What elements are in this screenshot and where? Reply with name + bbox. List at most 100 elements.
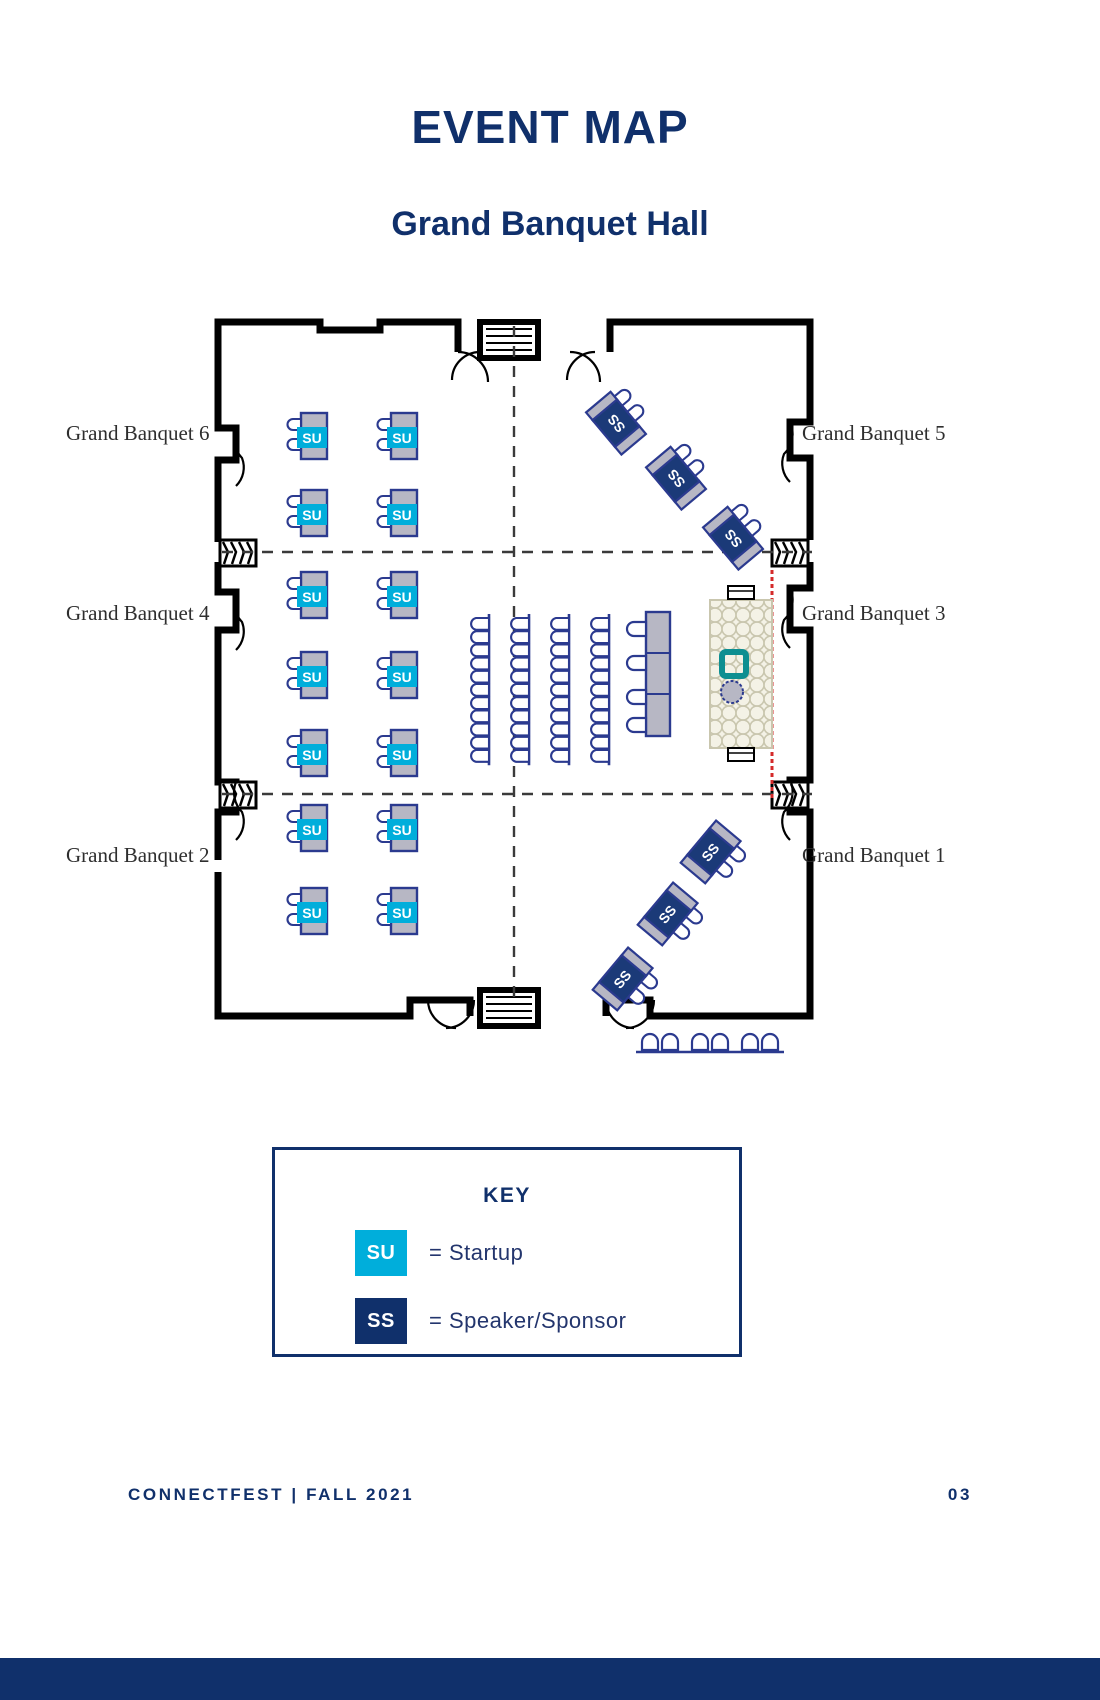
audience-seat	[590, 643, 611, 658]
audience-seat	[550, 669, 571, 684]
seating-column	[470, 614, 491, 766]
audience-seat	[550, 643, 571, 658]
legend-item-startup: SU = Startup	[275, 1230, 739, 1276]
audience-seat	[590, 709, 611, 724]
startup-table: SU	[286, 488, 329, 538]
speaker-tag	[685, 826, 736, 878]
audience-seat	[510, 709, 531, 724]
room-label: Grand Banquet 2	[66, 843, 209, 867]
audience-seat	[550, 709, 571, 724]
audience-seat	[510, 696, 531, 711]
startup-tag-label: SU	[392, 822, 411, 838]
startup-tag	[297, 819, 327, 840]
entry-stairs	[477, 319, 541, 1029]
startup-tag	[297, 666, 327, 687]
audience-seat	[470, 616, 491, 631]
startup-table: SU	[376, 650, 419, 700]
startup-tag	[387, 586, 417, 607]
speaker-tag	[642, 888, 693, 940]
startup-tag-label: SU	[392, 905, 411, 921]
audience-seat	[550, 616, 571, 631]
room-label: Grand Banquet 6	[66, 421, 209, 445]
audience-seat	[470, 748, 491, 763]
startup-table: SU	[286, 411, 329, 461]
startup-tag	[387, 819, 417, 840]
startup-tag-label: SU	[302, 507, 321, 523]
startup-tag-label: SU	[392, 747, 411, 763]
startup-tag-label: SU	[302, 822, 321, 838]
audience-seat	[590, 722, 611, 737]
legend-label-startup: = Startup	[429, 1240, 524, 1265]
audience-seat	[510, 669, 531, 684]
head-table	[625, 610, 672, 738]
startup-tag	[387, 744, 417, 765]
audience-seat	[510, 748, 531, 763]
seating-column	[590, 614, 611, 766]
audience-seat	[590, 682, 611, 697]
room-label: Grand Banquet 1	[802, 843, 945, 867]
outdoor-chair-row	[636, 1032, 784, 1054]
startup-tag-label: SU	[392, 430, 411, 446]
startup-tag	[297, 586, 327, 607]
speaker-sponsor-table: SS	[644, 443, 708, 512]
page-subtitle: Grand Banquet Hall	[391, 205, 709, 243]
footer-accent-bar	[0, 1658, 1100, 1700]
seating-column	[550, 614, 571, 766]
speaker-sponsor-table: SS	[679, 819, 747, 885]
speaker-sponsor-table: SS	[591, 946, 659, 1012]
audience-seat	[470, 643, 491, 658]
stage-accent-square	[719, 649, 749, 679]
stage-round-table	[720, 680, 744, 704]
audience-seat	[470, 709, 491, 724]
startup-tag	[297, 427, 327, 448]
room-label: Grand Banquet 3	[802, 601, 945, 625]
startup-tag	[387, 666, 417, 687]
startup-table: SU	[286, 650, 329, 700]
startup-tag-label: SU	[302, 430, 321, 446]
speaker-sponsor-table: SS	[584, 388, 648, 457]
legend-key-box: KEY SU = Startup SS = Speaker/Sponsor	[272, 1147, 742, 1357]
stage-platform	[709, 585, 773, 762]
startup-table: SU	[286, 886, 329, 936]
startup-table: SU	[286, 728, 329, 778]
startup-table: SU	[376, 411, 419, 461]
audience-seat	[590, 616, 611, 631]
startup-tag	[297, 504, 327, 525]
startup-tag-label: SU	[392, 589, 411, 605]
startup-table: SU	[376, 728, 419, 778]
audience-seat	[470, 656, 491, 671]
audience-seat	[510, 735, 531, 750]
audience-seat	[550, 682, 571, 697]
audience-seat	[470, 696, 491, 711]
audience-seat	[470, 682, 491, 697]
audience-seat	[550, 696, 571, 711]
legend-item-speaker-sponsor: SS = Speaker/Sponsor	[275, 1298, 739, 1344]
audience-seat	[510, 682, 531, 697]
audience-seat	[470, 669, 491, 684]
startup-tag-label: SU	[392, 669, 411, 685]
startup-table: SU	[376, 886, 419, 936]
speaker-sponsor-table: SS	[701, 503, 765, 572]
audience-seat	[590, 656, 611, 671]
audience-seat	[550, 722, 571, 737]
startup-tag	[387, 504, 417, 525]
startup-tag-label: SU	[302, 747, 321, 763]
startup-table: SU	[286, 570, 329, 620]
speaker-tag	[707, 512, 759, 564]
audience-seat	[470, 722, 491, 737]
audience-seat	[590, 696, 611, 711]
audience-seat	[590, 735, 611, 750]
startup-tag	[297, 744, 327, 765]
footer-event-name: CONNECTFEST | FALL 2021	[128, 1485, 415, 1504]
audience-seat	[550, 735, 571, 750]
audience-seating-group	[470, 614, 611, 766]
startup-tag-label: SU	[302, 669, 321, 685]
audience-seat	[550, 748, 571, 763]
audience-seat	[510, 643, 531, 658]
audience-seat	[590, 669, 611, 684]
speaker-sponsor-table: SS	[636, 881, 704, 947]
audience-seat	[470, 630, 491, 645]
